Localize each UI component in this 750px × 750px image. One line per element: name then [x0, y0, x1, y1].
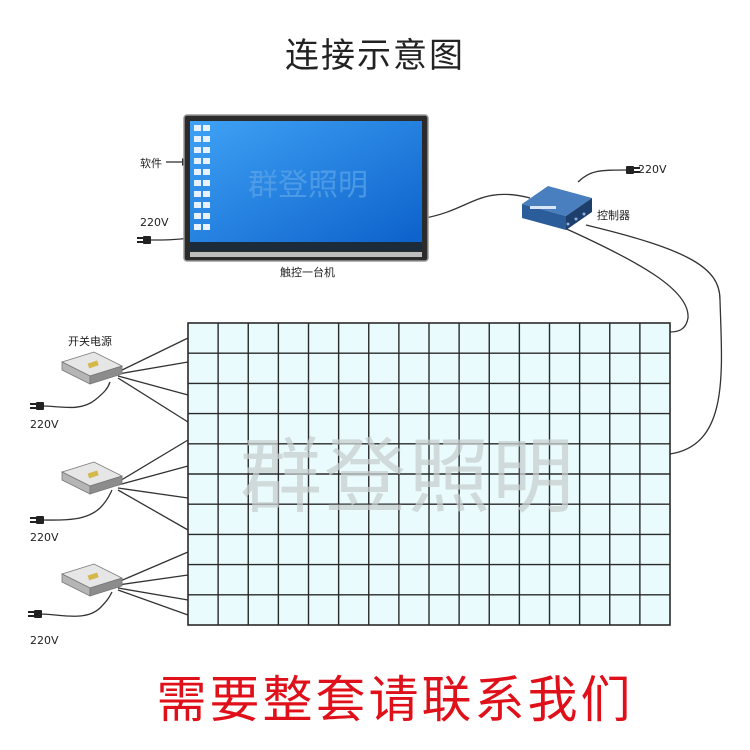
- plug-controller: [626, 166, 640, 174]
- panel-watermark: 群登照明: [240, 430, 577, 525]
- psu-1-power-label: 220V: [30, 418, 59, 431]
- psu-1-output-2: [117, 361, 189, 375]
- power-supply-2: [60, 461, 124, 495]
- power-supply-1: [60, 351, 124, 385]
- psu-1-output-4: [117, 377, 189, 423]
- touch-screen-label: 触控一台机: [280, 266, 335, 279]
- psu-1-output-1: [117, 337, 189, 373]
- diagram-title: 连接示意图: [285, 36, 465, 76]
- psu-2-power-cable: [41, 489, 113, 521]
- psu-3-power-label: 220V: [30, 634, 59, 647]
- touch-screen-monitor: [183, 114, 429, 262]
- controller-loop-cable: [559, 225, 689, 333]
- desktop-icons: [194, 125, 210, 230]
- psu-2-power-label: 220V: [30, 531, 59, 544]
- psu-3-output-3: [117, 587, 189, 601]
- psu-2-output-1: [117, 439, 189, 483]
- psu-1-power-cable: [41, 381, 111, 409]
- controller-device: [522, 186, 592, 230]
- psu-2-output-2: [117, 465, 189, 486]
- cables: [39, 161, 723, 617]
- monitor-to-controller-cable: [424, 193, 531, 219]
- monitor-power-label: 220V: [140, 216, 169, 229]
- monitor-screen: [190, 121, 422, 251]
- power-supply-3: [60, 563, 124, 597]
- controller-power-cable: [577, 169, 629, 183]
- psu-3-output-4: [117, 589, 189, 616]
- plug-psu-1: [30, 402, 44, 410]
- controller-to-panel-cable: [585, 224, 723, 455]
- power-supply-label: 开关电源: [68, 335, 112, 348]
- psu-2-output-3: [117, 487, 189, 499]
- plug-psu-3: [28, 610, 42, 618]
- psu-3-output-1: [117, 551, 189, 583]
- monitor-taskbar: [190, 242, 422, 251]
- controller-power-label: 220V: [638, 163, 667, 176]
- psu-3-power-cable: [39, 591, 113, 617]
- plugs: [28, 166, 640, 618]
- psu-3-output-2: [117, 574, 189, 586]
- software-label: 软件: [140, 157, 162, 170]
- psu-2-output-4: [117, 489, 189, 531]
- led-panel-grid: [187, 322, 671, 626]
- contact-footer: 需要整套请联系我们: [156, 671, 634, 729]
- plug-psu-2: [30, 516, 44, 524]
- screen-watermark: 群登照明: [248, 168, 368, 203]
- plug-monitor: [137, 236, 151, 244]
- controller-label: 控制器: [597, 209, 630, 222]
- psu-1-output-3: [117, 375, 189, 396]
